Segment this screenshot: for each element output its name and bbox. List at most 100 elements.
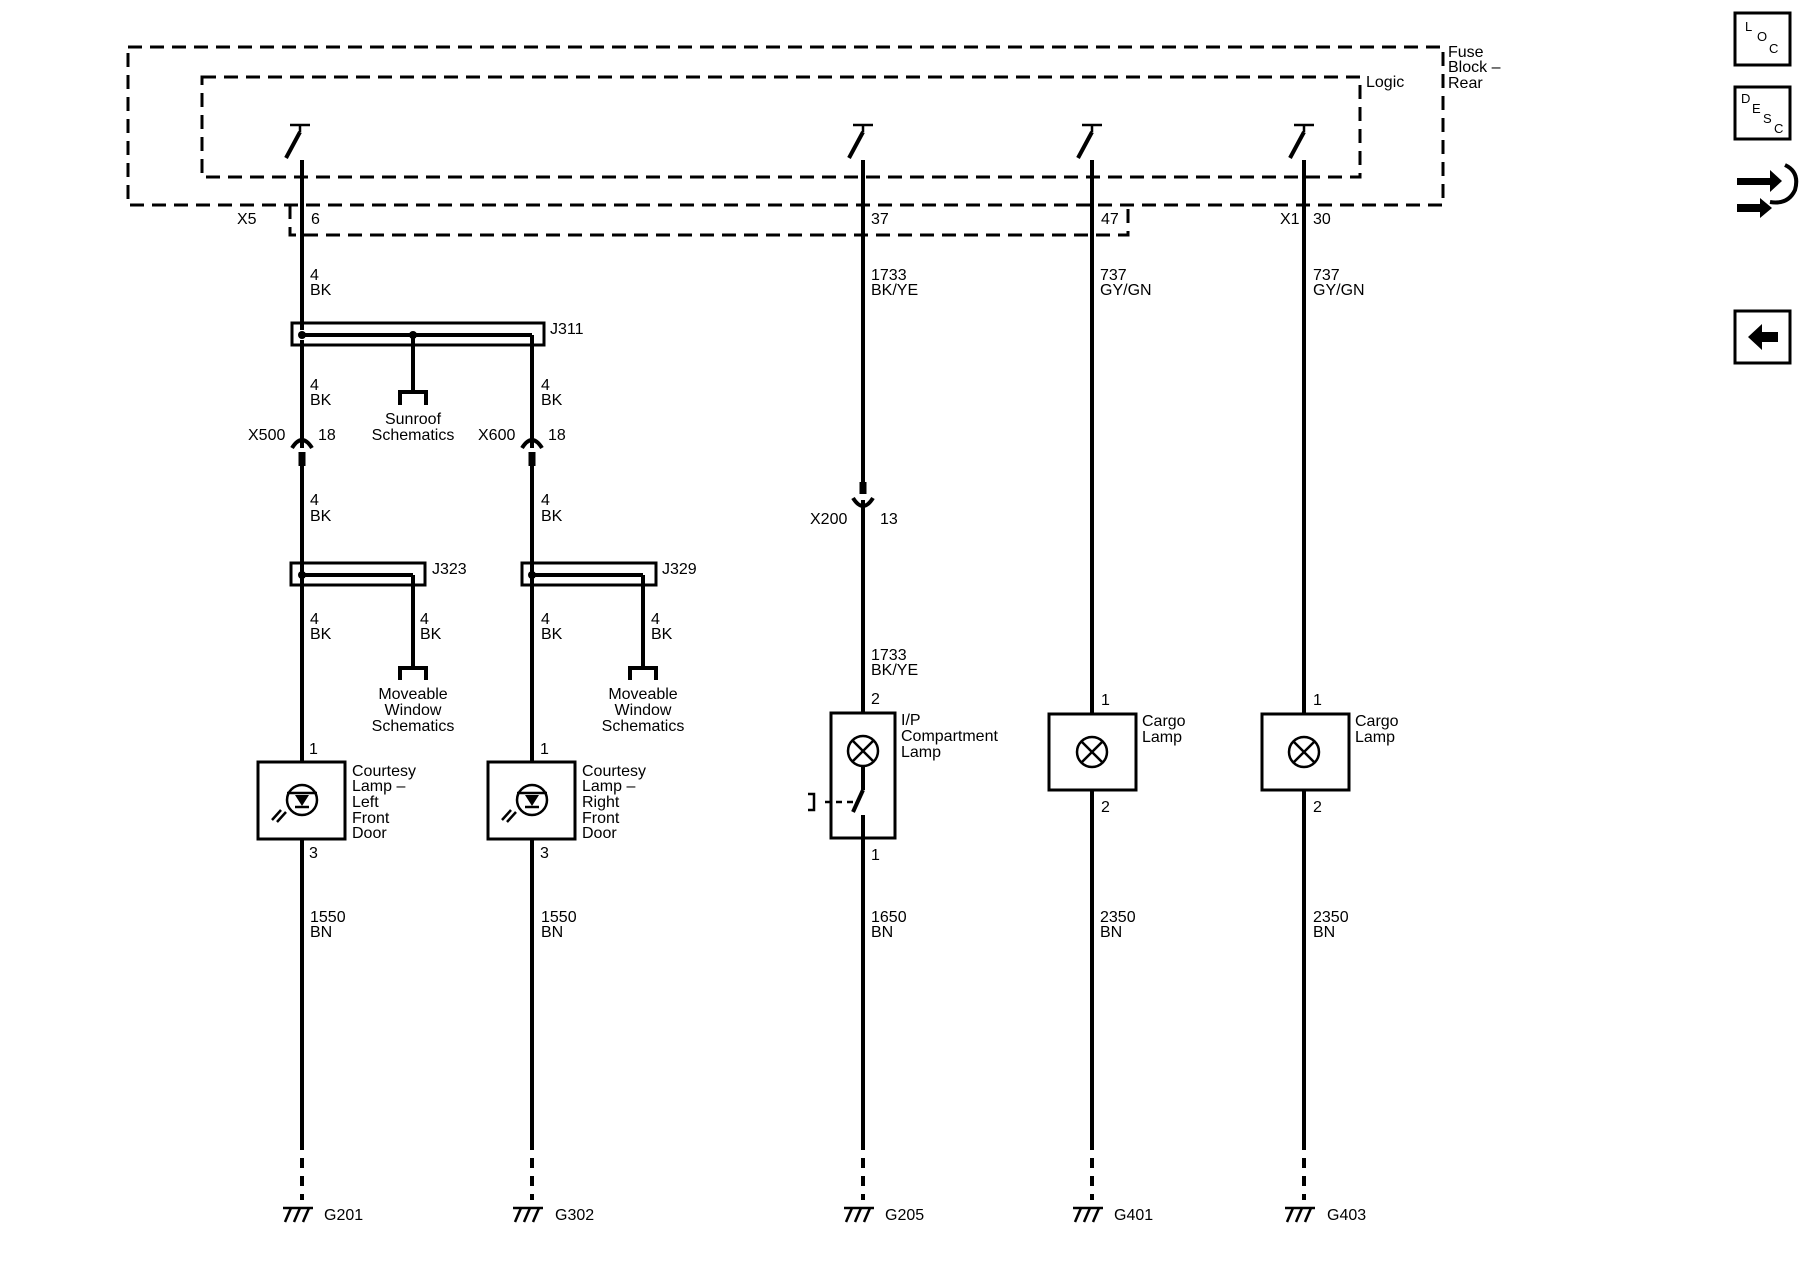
wire-number: 4 [420,611,429,628]
wire-number: 2350 [1313,909,1349,926]
splice-j329-label: J329 [662,561,697,578]
logic-label: Logic [1366,74,1404,91]
window-right-reference-line2[interactable]: Window [615,702,672,719]
inline-connector-x600 [520,438,544,466]
wire-color: GY/GN [1100,282,1152,299]
loc-letter: O [1757,29,1767,44]
sunroof-reference-line2[interactable]: Schematics [372,427,455,444]
location-button[interactable]: L O C [1733,11,1792,67]
connector-x1-label: X1 [1280,211,1300,228]
courtesy-lamp-left-front-door [256,760,347,841]
window-right-reference-line1[interactable]: Moveable [608,686,677,703]
splice-j323 [289,561,428,680]
window-left-reference-line3[interactable]: Schematics [372,718,455,735]
component-label: Front [582,810,620,827]
wire-color: BK [541,392,563,409]
pin-label: 2 [1101,799,1110,816]
back-arrow-icon[interactable] [1733,309,1792,365]
component-label: Lamp [901,744,941,761]
wire-color: BK [420,626,442,643]
window-right-reference-line3[interactable]: Schematics [602,718,685,735]
wire-color: BK [541,626,563,643]
wire-number: 1650 [871,909,907,926]
component-label: Courtesy [582,763,646,780]
connector-x5-label: X5 [237,211,257,228]
courtesy-lamp-right-front-door [486,760,577,841]
window-left-reference-line1[interactable]: Moveable [378,686,447,703]
window-left-reference-line2[interactable]: Window [385,702,442,719]
sunroof-reference-line1[interactable]: Sunroof [385,411,442,428]
wire-number: 4 [310,377,319,394]
wire-color: BK [310,508,332,525]
ground-symbol-g302 [513,1206,543,1223]
loc-letter: C [1769,41,1778,56]
connector-x600-pin: 18 [548,427,566,444]
fuse-block-label-line3: Rear [1448,75,1483,92]
desc-letter: E [1752,101,1761,116]
wire-number: 4 [541,492,550,509]
pin-label: 1 [1101,692,1110,709]
connector-x600-label: X600 [478,427,515,444]
component-label: Lamp [1142,729,1182,746]
component-label: Courtesy [352,763,416,780]
inline-connector-x500 [290,438,314,466]
wire-number: 1733 [871,267,907,284]
component-label: Lamp [1355,729,1395,746]
wire-number: 2350 [1100,909,1136,926]
ground-symbol-g205 [844,1206,874,1223]
ground-symbol-g403 [1285,1206,1315,1223]
wire-color: BK [310,626,332,643]
wire-color: BK [651,626,673,643]
fuse-switch-4 [1288,123,1314,159]
pin-label: 1 [540,741,549,758]
wire-number: 737 [1100,267,1127,284]
component-label: Front [352,810,390,827]
cargo-lamp-2 [1260,712,1351,792]
wire-number: 4 [541,611,550,628]
component-label: Cargo [1142,713,1186,730]
wire-number: 4 [651,611,660,628]
component-label: Left [352,794,379,811]
desc-letter: S [1763,111,1772,126]
ground-g403-label: G403 [1327,1207,1366,1224]
pin-label: 2 [871,691,880,708]
wire-color: BK [541,508,563,525]
wire-color: BK [310,392,332,409]
pin-label: 3 [309,845,318,862]
wire-color: BN [1100,924,1122,941]
wire-number: 1550 [541,909,577,926]
component-label: Right [582,794,620,811]
description-button[interactable]: D E S C [1733,85,1792,141]
wire-number: 1733 [871,647,907,664]
connector-x500-label: X500 [248,427,285,444]
fuse-block-rear: Fuse Block – Rear [126,44,1501,207]
logic-box: Logic [200,74,1404,179]
connector-pin-label: 37 [871,211,889,228]
wire-number: 4 [310,267,319,284]
fuse-switch-3 [1076,123,1102,159]
component-label: Cargo [1355,713,1399,730]
component-label: Lamp – [352,778,405,795]
ground-symbol-g401 [1073,1206,1103,1223]
loc-letter: L [1745,19,1752,34]
fuse-switch-2 [847,123,873,159]
ground-g302-label: G302 [555,1207,594,1224]
splice-j311-label: J311 [550,321,584,338]
component-label: Lamp – [582,778,635,795]
component-label: Door [582,825,617,842]
wire-color: BN [310,924,332,941]
wire-color: BK/YE [871,662,918,679]
wire-color: BK/YE [871,282,918,299]
wire-number: 737 [1313,267,1340,284]
ground-g205-label: G205 [885,1207,924,1224]
connector-x200-pin: 13 [880,511,898,528]
inline-connector-x200 [851,482,875,508]
splice-j323-label: J323 [432,561,467,578]
connector-x500-pin: 18 [318,427,336,444]
ground-g401-label: G401 [1114,1207,1153,1224]
desc-letter: D [1741,91,1750,106]
component-label: I/P [901,712,921,729]
connector-end-view-icon[interactable] [1737,163,1799,218]
fuse-switch-1 [284,123,310,159]
